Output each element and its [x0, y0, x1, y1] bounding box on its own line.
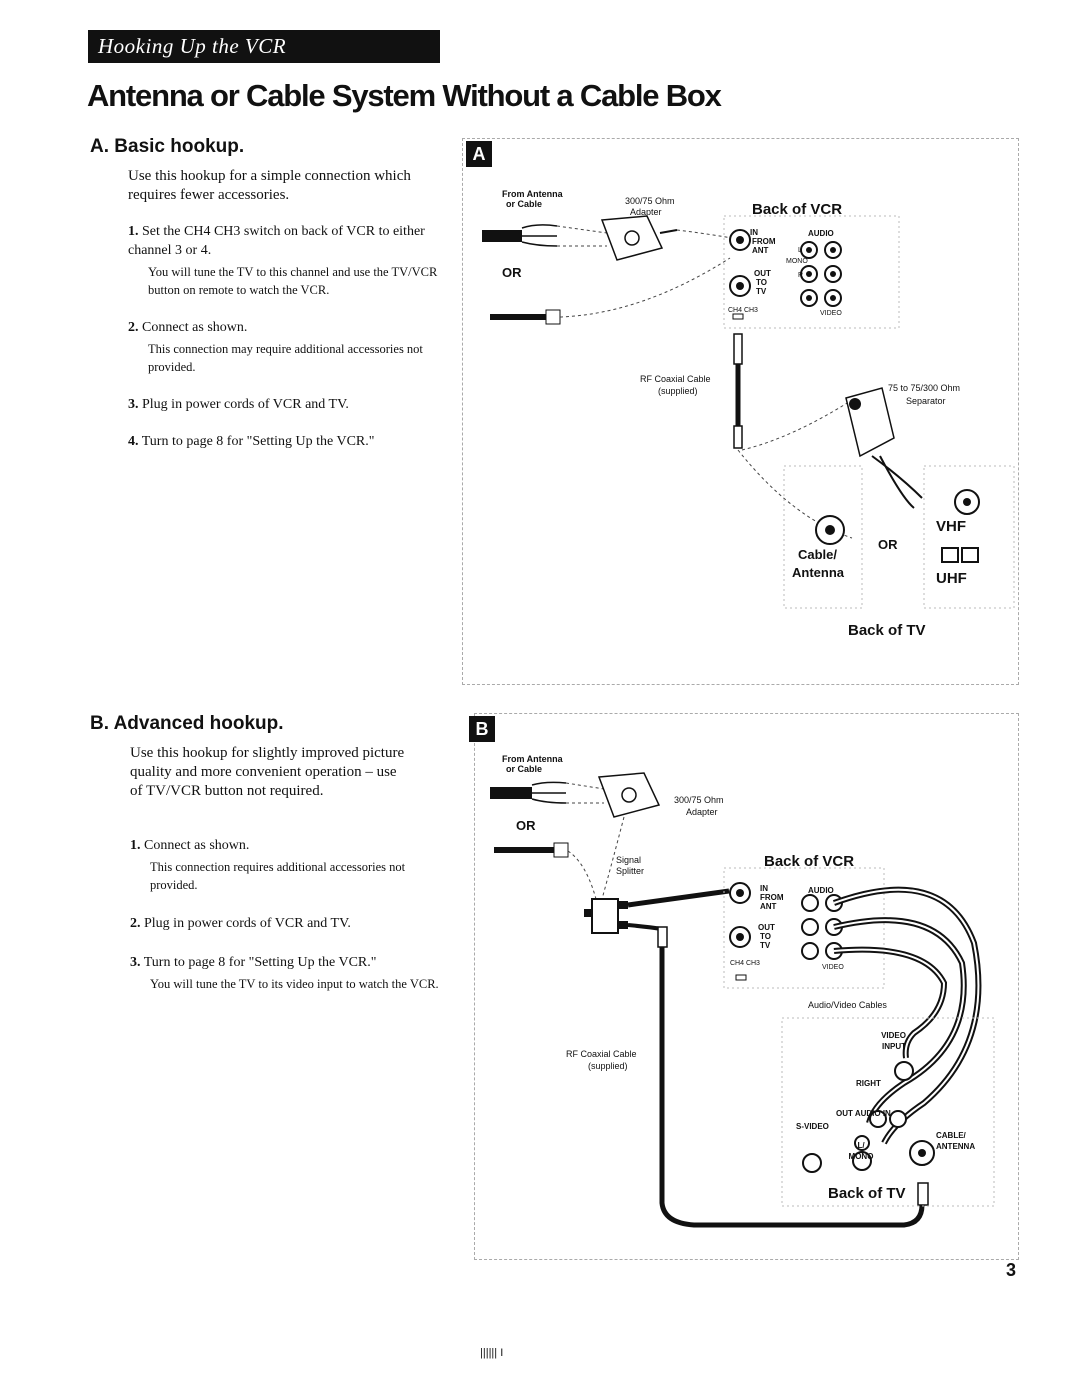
back-of-vcr-label: Back of VCR: [752, 201, 843, 218]
diagram-a-badge: A: [466, 141, 492, 167]
vcr-r-label: R: [798, 272, 804, 279]
b-or-label: OR: [516, 818, 536, 833]
b-rf-coax-label: RF Coaxial Cable: [566, 1049, 637, 1059]
vcr-from-label: FROM: [752, 237, 776, 246]
step-text: Connect as shown.: [144, 838, 250, 853]
diagram-b-wiring: [490, 772, 995, 1228]
splitter-label: Splitter: [616, 866, 645, 876]
b-back-of-tv-label: Back of TV: [828, 1185, 906, 1202]
b-vcr-audio-label: AUDIO: [808, 886, 834, 895]
vcr-l-label: L: [798, 247, 802, 254]
or-label: OR: [502, 265, 522, 280]
adapter-ohm-label: 300/75 Ohm: [625, 196, 675, 206]
separator-label: Separator: [906, 396, 946, 406]
step-text: Turn to page 8 for "Setting Up the VCR.": [141, 434, 375, 449]
signal-label: Signal: [616, 855, 642, 865]
step-text: Plug in power cords of VCR and TV.: [144, 916, 351, 931]
adapter-label: Adapter: [630, 207, 662, 217]
diagram-a-wiring: [482, 215, 1015, 609]
section-a-intro: Use this hookup for a simple connection …: [128, 168, 411, 203]
vcr-out-label: OUT: [754, 269, 771, 278]
b-or-cable-label: or Cable: [506, 764, 543, 774]
step-note: This connection may require additional a…: [148, 342, 423, 374]
l-mono-label: L/ MONO: [848, 1141, 874, 1161]
step-note: You will tune the TV to its video input …: [150, 977, 439, 991]
rf-coax-label: RF Coaxial Cable: [640, 374, 711, 384]
b-vcr-tv-label: TV: [760, 941, 771, 950]
section-a-step-2: 2. Connect as shown. This connection may…: [128, 318, 448, 376]
b-vcr-ch-switch-label: CH4 CH3: [730, 960, 760, 967]
diagram-b-badge: B: [469, 716, 495, 742]
step-text: Turn to page 8 for "Setting Up the VCR.": [143, 955, 377, 970]
vcr-in-label: IN: [750, 228, 758, 237]
step-text: Set the CH4 CH3 switch on back of VCR to…: [128, 224, 425, 258]
diagram-b-frame: [474, 713, 1019, 1260]
vcr-ant-label: ANT: [752, 246, 769, 255]
section-banner: Hooking Up the VCR: [88, 30, 440, 63]
step-number: 3.: [130, 955, 141, 970]
b-vcr-in-label: IN: [760, 884, 768, 893]
section-b-intro: Use this hookup for slightly improved pi…: [130, 745, 405, 799]
b-vcr-ant-label: ANT: [760, 902, 777, 911]
vcr-tv-label: TV: [756, 287, 767, 296]
b-adapter-ohm-label: 300/75 Ohm: [674, 795, 724, 805]
page-title: Antenna or Cable System Without a Cable …: [87, 78, 722, 113]
video-input-label: VIDEO INPUT: [881, 1031, 906, 1051]
cable-label: Cable/: [798, 547, 838, 562]
tv-out-audio-in-label: OUT AUDIO IN: [836, 1109, 891, 1118]
s-video-label: S-VIDEO: [796, 1122, 829, 1131]
separator-ohm-label: 75 to 75/300 Ohm: [888, 383, 961, 393]
tv-or-label: OR: [878, 537, 898, 552]
section-b-step-1: 1. Connect as shown. This connection req…: [130, 836, 450, 894]
footer-marks: |||||| I: [480, 1347, 504, 1359]
section-a-step-4: 4. Turn to page 8 for "Setting Up the VC…: [128, 432, 458, 451]
vcr-mono-label: MONO: [786, 258, 808, 265]
section-b-step-2: 2. Plug in power cords of VCR and TV.: [130, 914, 450, 933]
step-number: 3.: [128, 397, 139, 412]
vcr-ch-switch-label: CH4 CH3: [728, 307, 758, 314]
b-adapter-label: Adapter: [686, 807, 718, 817]
tv-right-label: RIGHT: [856, 1079, 881, 1088]
vhf-label: VHF: [936, 518, 966, 535]
step-text: Connect as shown.: [142, 320, 248, 335]
step-number: 2.: [130, 916, 141, 931]
b-vcr-to-label: TO: [760, 932, 771, 941]
section-a-step-1: 1. Set the CH4 CH3 switch on back of VCR…: [128, 222, 448, 299]
b-rf-coax-supplied-label: (supplied): [588, 1061, 628, 1071]
back-of-tv-label: Back of TV: [848, 622, 926, 639]
b-vcr-video-label: VIDEO: [822, 964, 844, 971]
vcr-audio-label: AUDIO: [808, 229, 834, 238]
step-text: Plug in power cords of VCR and TV.: [142, 397, 349, 412]
b-back-of-vcr-label: Back of VCR: [764, 853, 855, 870]
antenna-label: Antenna: [792, 565, 844, 580]
section-b-step-3: 3. Turn to page 8 for "Setting Up the VC…: [130, 953, 460, 993]
step-number: 1.: [128, 224, 139, 239]
from-antenna-label: From Antenna: [502, 189, 563, 199]
page-number: 3: [1006, 1260, 1017, 1280]
section-b-heading: B. Advanced hookup.: [90, 713, 284, 734]
step-note: You will tune the TV to this channel and…: [148, 265, 438, 297]
b-vcr-out-label: OUT: [758, 923, 775, 932]
uhf-label: UHF: [936, 570, 967, 587]
step-note: This connection requires additional acce…: [150, 860, 406, 892]
section-a-heading: A. Basic hookup.: [90, 136, 245, 157]
b-from-antenna-label: From Antenna: [502, 754, 563, 764]
or-cable-label: or Cable: [506, 199, 543, 209]
step-number: 4.: [128, 434, 139, 449]
step-number: 1.: [130, 838, 141, 853]
vcr-to-label: TO: [756, 278, 767, 287]
cable-antenna-label: CABLE/ ANTENNA: [936, 1131, 976, 1151]
b-vcr-from-label: FROM: [760, 893, 784, 902]
step-number: 2.: [128, 320, 139, 335]
vcr-video-label: VIDEO: [820, 310, 842, 317]
diagram-a-frame: [462, 138, 1019, 685]
rf-coax-supplied-label: (supplied): [658, 386, 698, 396]
section-a-step-3: 3. Plug in power cords of VCR and TV.: [128, 395, 448, 414]
av-cables-label: Audio/Video Cables: [808, 1000, 887, 1010]
